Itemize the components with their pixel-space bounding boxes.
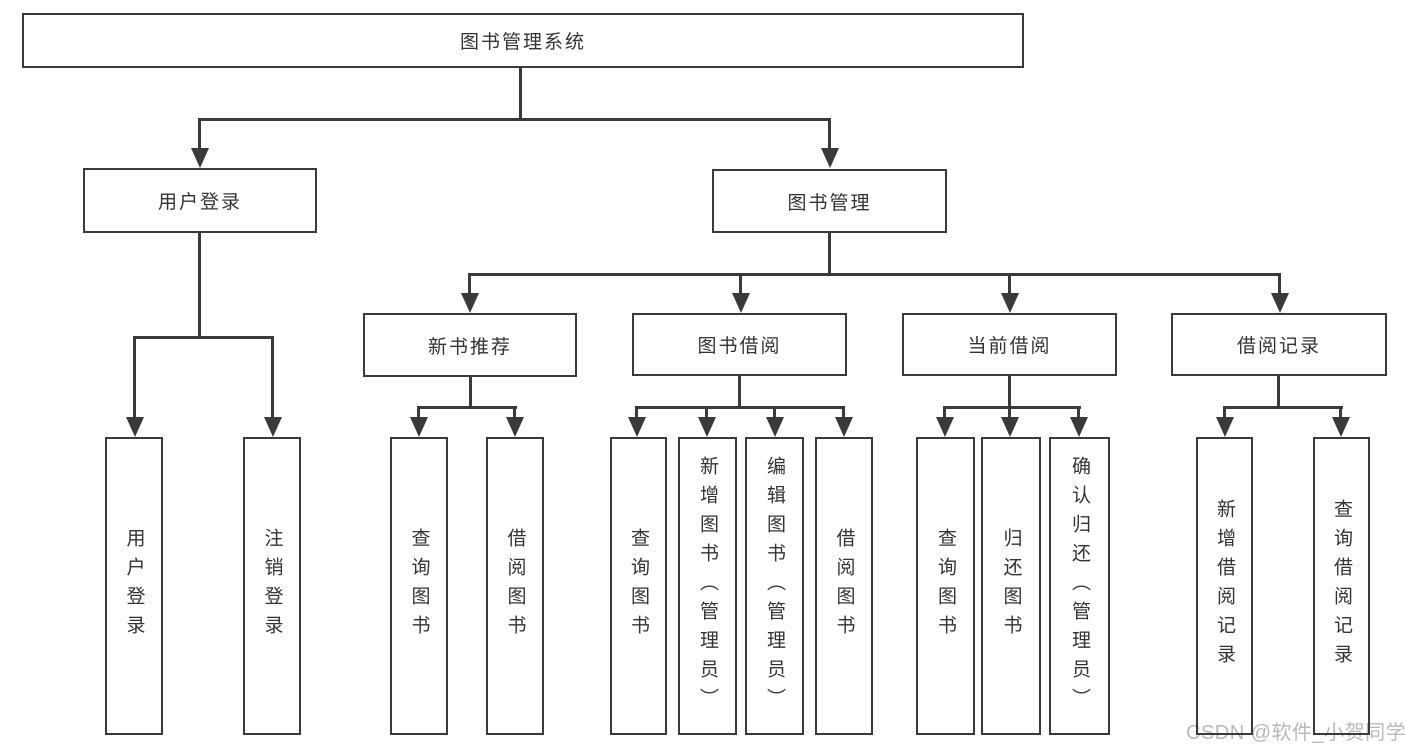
node-new-book-recommend: 新书推荐 [363,313,577,377]
connector-arrow-down [935,406,954,437]
connector-line [469,273,1281,276]
leaf-confirm-return-admin: 确认归还（管理员） [1049,437,1110,735]
leaf-label: 查询图书 [935,528,956,644]
watermark: CSDN @软件_小贺同学 [1186,722,1405,744]
leaf-query-books-3: 查询图书 [916,437,975,735]
connector-line [1224,406,1343,409]
leaf-logout: 注销登录 [243,437,301,735]
node-label: 图书管理 [787,192,872,214]
leaf-user-login: 用户登录 [105,437,163,735]
node-label: 图书借阅 [697,336,782,357]
node-book-management: 图书管理 [712,169,947,233]
connector-line [133,336,274,339]
connector-arrow-down [460,273,479,313]
connector-line [519,68,522,120]
connector-arrow-down [1000,273,1019,313]
connector-line [198,233,201,338]
leaf-label: 借阅图书 [504,528,526,644]
connector-line [418,406,517,409]
connector-arrow-down [190,118,209,168]
node-label: 新书推荐 [427,336,512,358]
leaf-label: 查询图书 [628,528,649,644]
node-label: 图书管理系统 [459,32,586,53]
connector-arrow-down [125,336,144,437]
leaf-label: 查询图书 [408,528,430,644]
connector-arrow-down [1000,406,1019,437]
connector-arrow-down [263,336,282,437]
leaf-label: 确认归还（管理员） [1069,455,1090,717]
connector-arrow-down [1069,406,1088,437]
leaf-label: 借阅图书 [833,528,855,644]
leaf-label: 查询借阅记录 [1331,499,1352,673]
leaf-label: 新增借阅记录 [1214,499,1235,673]
node-current-borrowing: 当前借阅 [902,313,1117,376]
leaf-borrow-books-2: 借阅图书 [815,437,873,735]
connector-arrow-down [505,406,524,437]
leaf-query-books-2: 查询图书 [610,437,667,735]
connector-line [636,406,845,409]
connector-line [1008,376,1011,408]
connector-line [469,377,472,408]
leaf-label: 新增图书（管理员） [697,455,718,717]
connector-line [828,233,831,275]
leaf-label: 编辑图书（管理员） [764,455,785,717]
connector-line [1277,376,1280,408]
connector-line [198,118,831,121]
leaf-query-books-1: 查询图书 [390,437,448,735]
leaf-borrow-books-1: 借阅图书 [486,437,544,735]
connector-arrow-down [409,406,428,437]
node-user-login: 用户登录 [83,168,317,233]
node-book-borrowing: 图书借阅 [632,313,847,376]
connector-arrow-down [731,273,750,313]
leaf-label: 归还图书 [1000,528,1022,644]
node-label: 借阅记录 [1236,336,1321,357]
connector-arrow-down [697,406,716,437]
leaf-add-borrow-record: 新增借阅记录 [1196,437,1253,735]
node-label: 用户登录 [157,192,242,213]
leaf-add-book-admin: 新增图书（管理员） [678,437,737,735]
leaf-return-books: 归还图书 [981,437,1041,735]
leaf-edit-book-admin: 编辑图书（管理员） [745,437,804,735]
leaf-label: 用户登录 [123,528,145,644]
connector-line [944,406,1081,409]
connector-arrow-down [834,406,853,437]
connector-arrow-down [765,406,784,437]
connector-arrow-down [820,118,839,168]
node-book-management-system: 图书管理系统 [22,13,1024,68]
node-label: 当前借阅 [967,336,1052,357]
node-borrowing-records: 借阅记录 [1171,313,1387,376]
connector-arrow-down [1215,406,1234,437]
connector-arrow-down [1270,273,1289,313]
connector-line [738,376,741,408]
connector-arrow-down [627,406,646,437]
leaf-query-borrow-record: 查询借阅记录 [1313,437,1370,735]
leaf-label: 注销登录 [261,528,283,644]
connector-arrow-down [1331,406,1350,437]
